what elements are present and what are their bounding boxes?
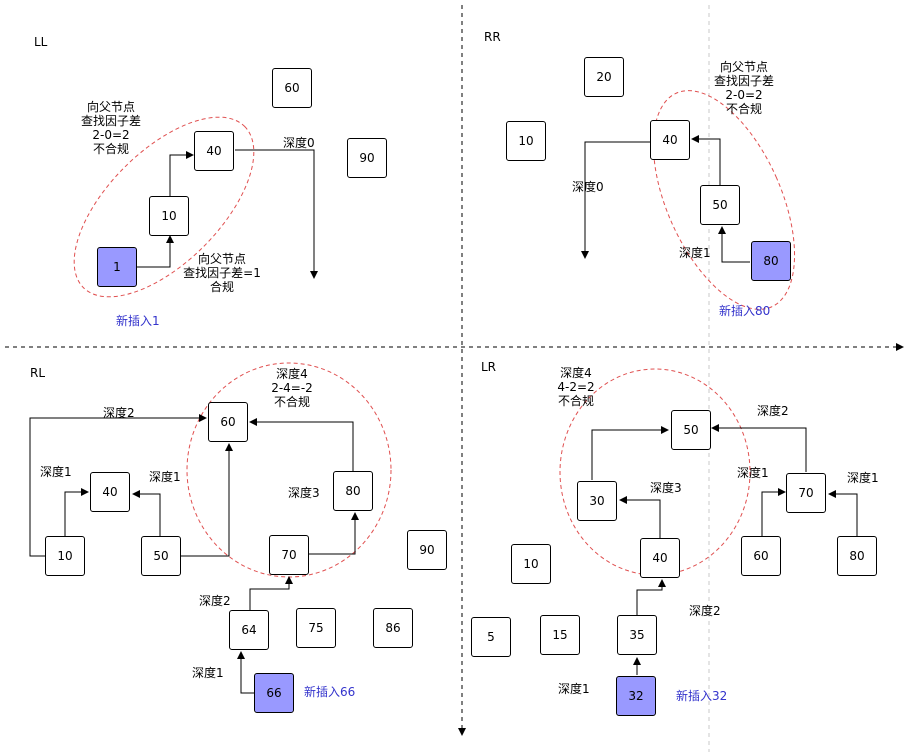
lr-depth3-label: 深度3 <box>650 481 682 495</box>
lr-edge-60-to-70 <box>761 488 786 538</box>
rr-edge-50-to-40 <box>691 135 721 185</box>
rl-depth1-mid-label: 深度1 <box>149 470 181 484</box>
rl-node-64: 64 <box>229 610 269 650</box>
lr-node-40: 40 <box>640 538 680 578</box>
lr-node-35: 35 <box>617 615 657 655</box>
rl-depth2-top-label: 深度2 <box>103 406 135 420</box>
rl-node-80: 80 <box>333 471 373 511</box>
rr-depth0-label: 深度0 <box>572 180 604 194</box>
ll-edge-10-to-40 <box>169 151 194 197</box>
lr-node-15: 15 <box>540 615 580 655</box>
lr-depth1-right-label: 深度1 <box>847 471 879 485</box>
rr-depth1-label: 深度1 <box>679 246 711 260</box>
lr-edge-80-to-70 <box>828 490 858 538</box>
rl-edge-10-to-60 <box>29 414 207 557</box>
ll-edge-1-to-10 <box>137 235 174 268</box>
lr-depth2-top-label: 深度2 <box>757 404 789 418</box>
ll-title: LL <box>34 35 48 49</box>
lr-node-70: 70 <box>786 473 826 513</box>
rl-edge-80-to-60 <box>249 418 354 471</box>
ll-node-40: 40 <box>194 131 234 171</box>
ll-node-90: 90 <box>347 138 387 178</box>
rr-node-10: 10 <box>506 121 546 161</box>
rl-node-90: 90 <box>407 530 447 570</box>
lr-node-60: 60 <box>741 536 781 576</box>
rl-title: RL <box>30 366 46 380</box>
rr-node-80-inserted: 80 <box>751 241 791 281</box>
ll-violation-ellipse <box>73 116 255 298</box>
rl-node-66-inserted: 66 <box>254 673 294 713</box>
rr-node-20: 20 <box>584 57 624 97</box>
rl-node-50: 50 <box>141 536 181 576</box>
lr-depth1-mid-label: 深度1 <box>737 466 769 480</box>
rr-node-50: 50 <box>700 185 740 225</box>
ll-node-60: 60 <box>272 68 312 108</box>
rr-violation-ellipse <box>652 90 796 310</box>
rl-node-70: 70 <box>269 535 309 575</box>
lr-node-50: 50 <box>671 410 711 450</box>
rr-edge-80-to-50 <box>718 226 750 263</box>
lr-edge-70-to-50 <box>711 424 807 472</box>
rl-edge-64-to-70 <box>249 576 293 610</box>
ll-depth0-line <box>235 149 318 279</box>
rl-edge-10-to-40 <box>64 488 89 536</box>
rl-node-10: 10 <box>45 536 85 576</box>
lr-title: LR <box>481 360 497 374</box>
rl-depth3-label: 深度3 <box>288 486 320 500</box>
rr-inserted-label: 新插入80 <box>719 304 771 318</box>
rl-inserted-label: 新插入66 <box>304 685 356 699</box>
lr-edge-30-to-50 <box>591 426 669 480</box>
ll-depth0-label: 深度0 <box>283 136 315 150</box>
lr-node-10: 10 <box>511 544 551 584</box>
lr-depth1-bottom-label: 深度1 <box>558 682 590 696</box>
rr-node-40: 40 <box>650 120 690 160</box>
rl-node-75: 75 <box>296 608 336 648</box>
lr-node-80: 80 <box>837 536 877 576</box>
ll-inserted-label: 新插入1 <box>116 314 160 328</box>
rl-edge-50-to-60 <box>181 443 233 557</box>
rl-node-86: 86 <box>373 608 413 648</box>
rl-node-60: 60 <box>208 402 248 442</box>
rl-node-40: 40 <box>90 472 130 512</box>
rr-depth0-line <box>581 141 650 259</box>
ll-node-10: 10 <box>149 196 189 236</box>
rl-edge-66-to-64 <box>237 651 254 694</box>
lr-node-32-inserted: 32 <box>616 676 656 716</box>
lr-inserted-label: 新插入32 <box>676 689 728 703</box>
rl-depth1-left-label: 深度1 <box>40 465 72 479</box>
rl-edge-50-to-40 <box>132 490 161 536</box>
lr-edge-35-to-40 <box>636 579 666 615</box>
rl-depth2-bottom-label: 深度2 <box>199 594 231 608</box>
rr-title: RR <box>484 30 501 44</box>
lr-node-5: 5 <box>471 617 511 657</box>
lr-edge-40-to-30 <box>619 496 661 538</box>
rl-depth1-bottom-label: 深度1 <box>192 666 224 680</box>
rl-edge-70-to-80 <box>309 512 359 555</box>
lr-node-30: 30 <box>577 481 617 521</box>
ll-node-1-inserted: 1 <box>97 247 137 287</box>
lr-depth2-bottom-label: 深度2 <box>689 604 721 618</box>
